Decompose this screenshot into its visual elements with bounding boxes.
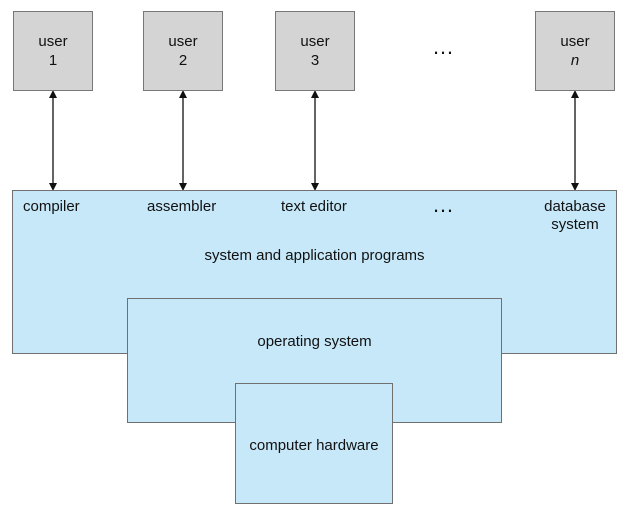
- user-label: user: [38, 33, 68, 50]
- program-text-editor: text editor: [281, 198, 347, 215]
- users-ellipsis: …: [432, 34, 457, 59]
- program-assembler: assembler: [147, 198, 217, 215]
- user-box-n: user n: [535, 11, 615, 91]
- user-box-2: user 2: [143, 11, 223, 91]
- user-number: 2: [178, 52, 188, 69]
- program-database-system: database system: [544, 198, 606, 233]
- user-box-1: user 1: [13, 11, 93, 91]
- user-label: user: [300, 33, 330, 50]
- user-number: 1: [48, 52, 58, 69]
- program-compiler: compiler: [23, 198, 80, 215]
- user-label: user: [560, 33, 590, 50]
- programs-ellipsis: …: [432, 192, 457, 217]
- operating-system-label: operating system: [257, 333, 372, 350]
- hardware-layer: computer hardware: [235, 383, 393, 504]
- user-number: n: [570, 52, 580, 69]
- user-label: user: [168, 33, 198, 50]
- hardware-label: computer hardware: [249, 437, 379, 454]
- application-layer-label: system and application programs: [204, 247, 425, 264]
- user-number: 3: [310, 52, 320, 69]
- user-box-3: user 3: [275, 11, 355, 91]
